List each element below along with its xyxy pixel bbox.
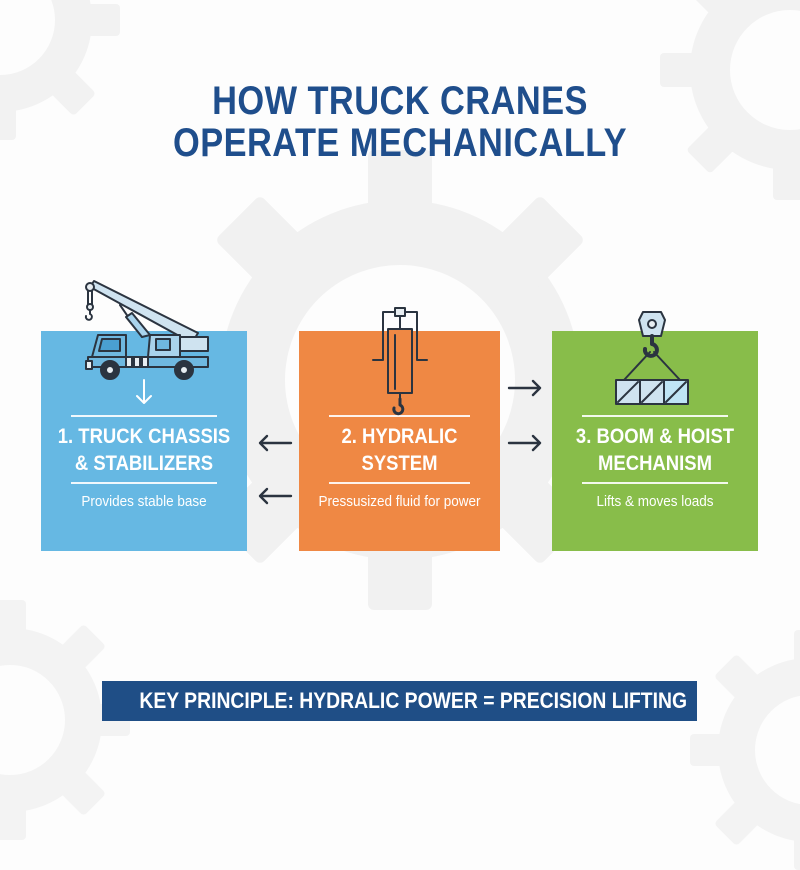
key-principle-banner: KEY PRINCIPLE: HYDRALIC POWER = PRECISIO…: [102, 681, 697, 721]
hook-load-icon: [615, 311, 689, 405]
left-arrow-icon: [258, 487, 293, 505]
step-heading-line-1: 3. BOOM & HOIST: [575, 425, 735, 448]
right-arrow-icon: [507, 379, 542, 397]
step-heading-line-1: 1. TRUCK CHASSIS: [57, 425, 231, 448]
title-line-1: HOW TRUCK CRANES: [212, 79, 588, 123]
card-divider-bottom: [71, 482, 217, 484]
step-heading-line-2: & STABILIZERS: [74, 452, 214, 475]
page-title: HOW TRUCK CRANES OPERATE MECHANICALLY: [56, 80, 744, 164]
hydraulic-cylinder-icon: [372, 307, 428, 416]
card-divider-bottom: [582, 482, 728, 484]
card-divider-top: [582, 415, 728, 417]
background-gear-bottom-right-icon: [690, 630, 800, 870]
step-heading: 3. BOOM & HOIST MECHANISM: [564, 423, 745, 477]
step-heading-line-2: SYSTEM: [361, 452, 438, 475]
step-card-boom-hoist: 3. BOOM & HOIST MECHANISM Lifts & moves …: [552, 331, 758, 551]
left-arrow-icon: [258, 434, 293, 452]
step-heading: 2. HYDRALIC SYSTEM: [311, 423, 488, 477]
step-heading: 1. TRUCK CHASSIS & STABILIZERS: [53, 423, 234, 477]
step-heading-line-2: MECHANISM: [598, 452, 712, 475]
step-description: Provides stable base: [81, 493, 207, 510]
step-heading-line-1: 2. HYDRALIC: [341, 425, 458, 448]
step-description: Lifts & moves loads: [596, 493, 714, 510]
card-divider-top: [329, 415, 470, 417]
right-arrow-icon: [507, 434, 542, 452]
step-description: Pressusized fluid for power: [318, 493, 481, 510]
title-line-2: OPERATE MECHANICALLY: [173, 121, 627, 165]
truck-crane-icon: [84, 280, 209, 380]
card-divider-top: [71, 415, 217, 417]
card-divider-bottom: [329, 482, 470, 484]
key-principle-text: KEY PRINCIPLE: HYDRALIC POWER = PRECISIO…: [139, 688, 688, 713]
down-arrow-icon: [136, 379, 152, 404]
